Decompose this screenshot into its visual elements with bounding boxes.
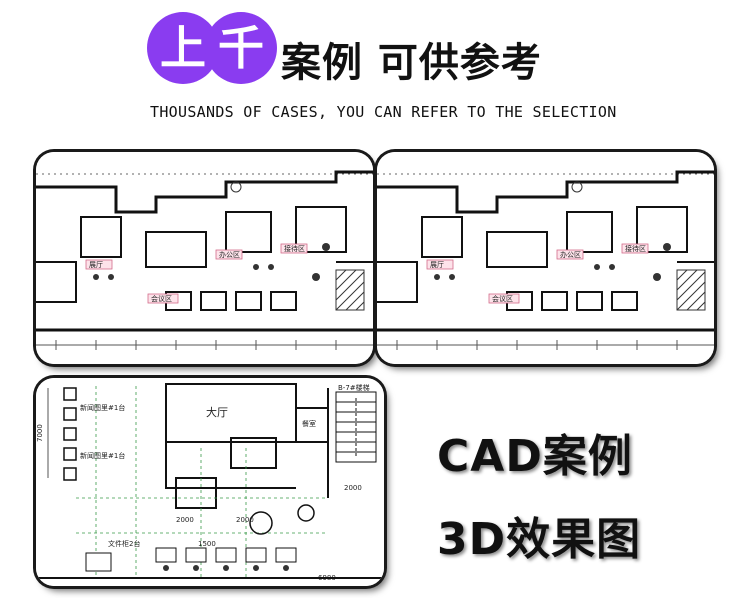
- cad-plan-drawing-3: 7000 大厅 餐室: [36, 378, 384, 586]
- note-3: 文件柜2台: [108, 539, 140, 548]
- stair-label: B-7#楼梯: [338, 383, 370, 392]
- render-label: 3D效果图: [437, 514, 642, 565]
- plan-1-label-3: 会议区: [151, 294, 172, 303]
- cad-plan-drawing-1: 展厅 接待区 会议区 办公区: [36, 152, 373, 364]
- cad-plan-thumbnail-2: 展厅 接待区 会议区 办公区: [377, 152, 714, 364]
- plan-2-label-2: 接待区: [625, 244, 646, 253]
- plan-1-label-4: 办公区: [219, 250, 240, 259]
- dim-right: 2000: [344, 484, 362, 492]
- plan-2-label-3: 会议区: [492, 294, 513, 303]
- dim-c: 1500: [198, 540, 216, 548]
- room-main-label: 大厅: [206, 405, 228, 419]
- cad-case-label: CAD案例: [437, 431, 633, 482]
- plan-1-label-1: 展厅: [89, 261, 103, 269]
- dim-a: 2000: [176, 516, 194, 524]
- plan-2-label-1: 展厅: [430, 261, 444, 269]
- header-circle-2: 千: [205, 12, 277, 84]
- dim-left: 7000: [36, 424, 44, 442]
- cad-plan-drawing-2: 展厅 接待区 会议区 办公区: [377, 152, 714, 364]
- cad-plan-thumbnail-1: 展厅 接待区 会议区 办公区: [36, 152, 373, 364]
- dim-b: 2000: [236, 516, 254, 524]
- cad-plan-thumbnail-3: 7000 大厅 餐室: [36, 378, 384, 586]
- plan-1-label-2: 接待区: [284, 244, 305, 253]
- plan-2-label-4: 办公区: [560, 250, 581, 259]
- note-1: 新闻图里#1台: [80, 403, 125, 412]
- headline: 案例 可供参考: [281, 40, 542, 86]
- subtitle: THOUSANDS OF CASES, YOU CAN REFER TO THE…: [150, 103, 617, 121]
- room-side-label: 餐室: [302, 419, 316, 428]
- note-2: 新闻图里#1台: [80, 451, 125, 460]
